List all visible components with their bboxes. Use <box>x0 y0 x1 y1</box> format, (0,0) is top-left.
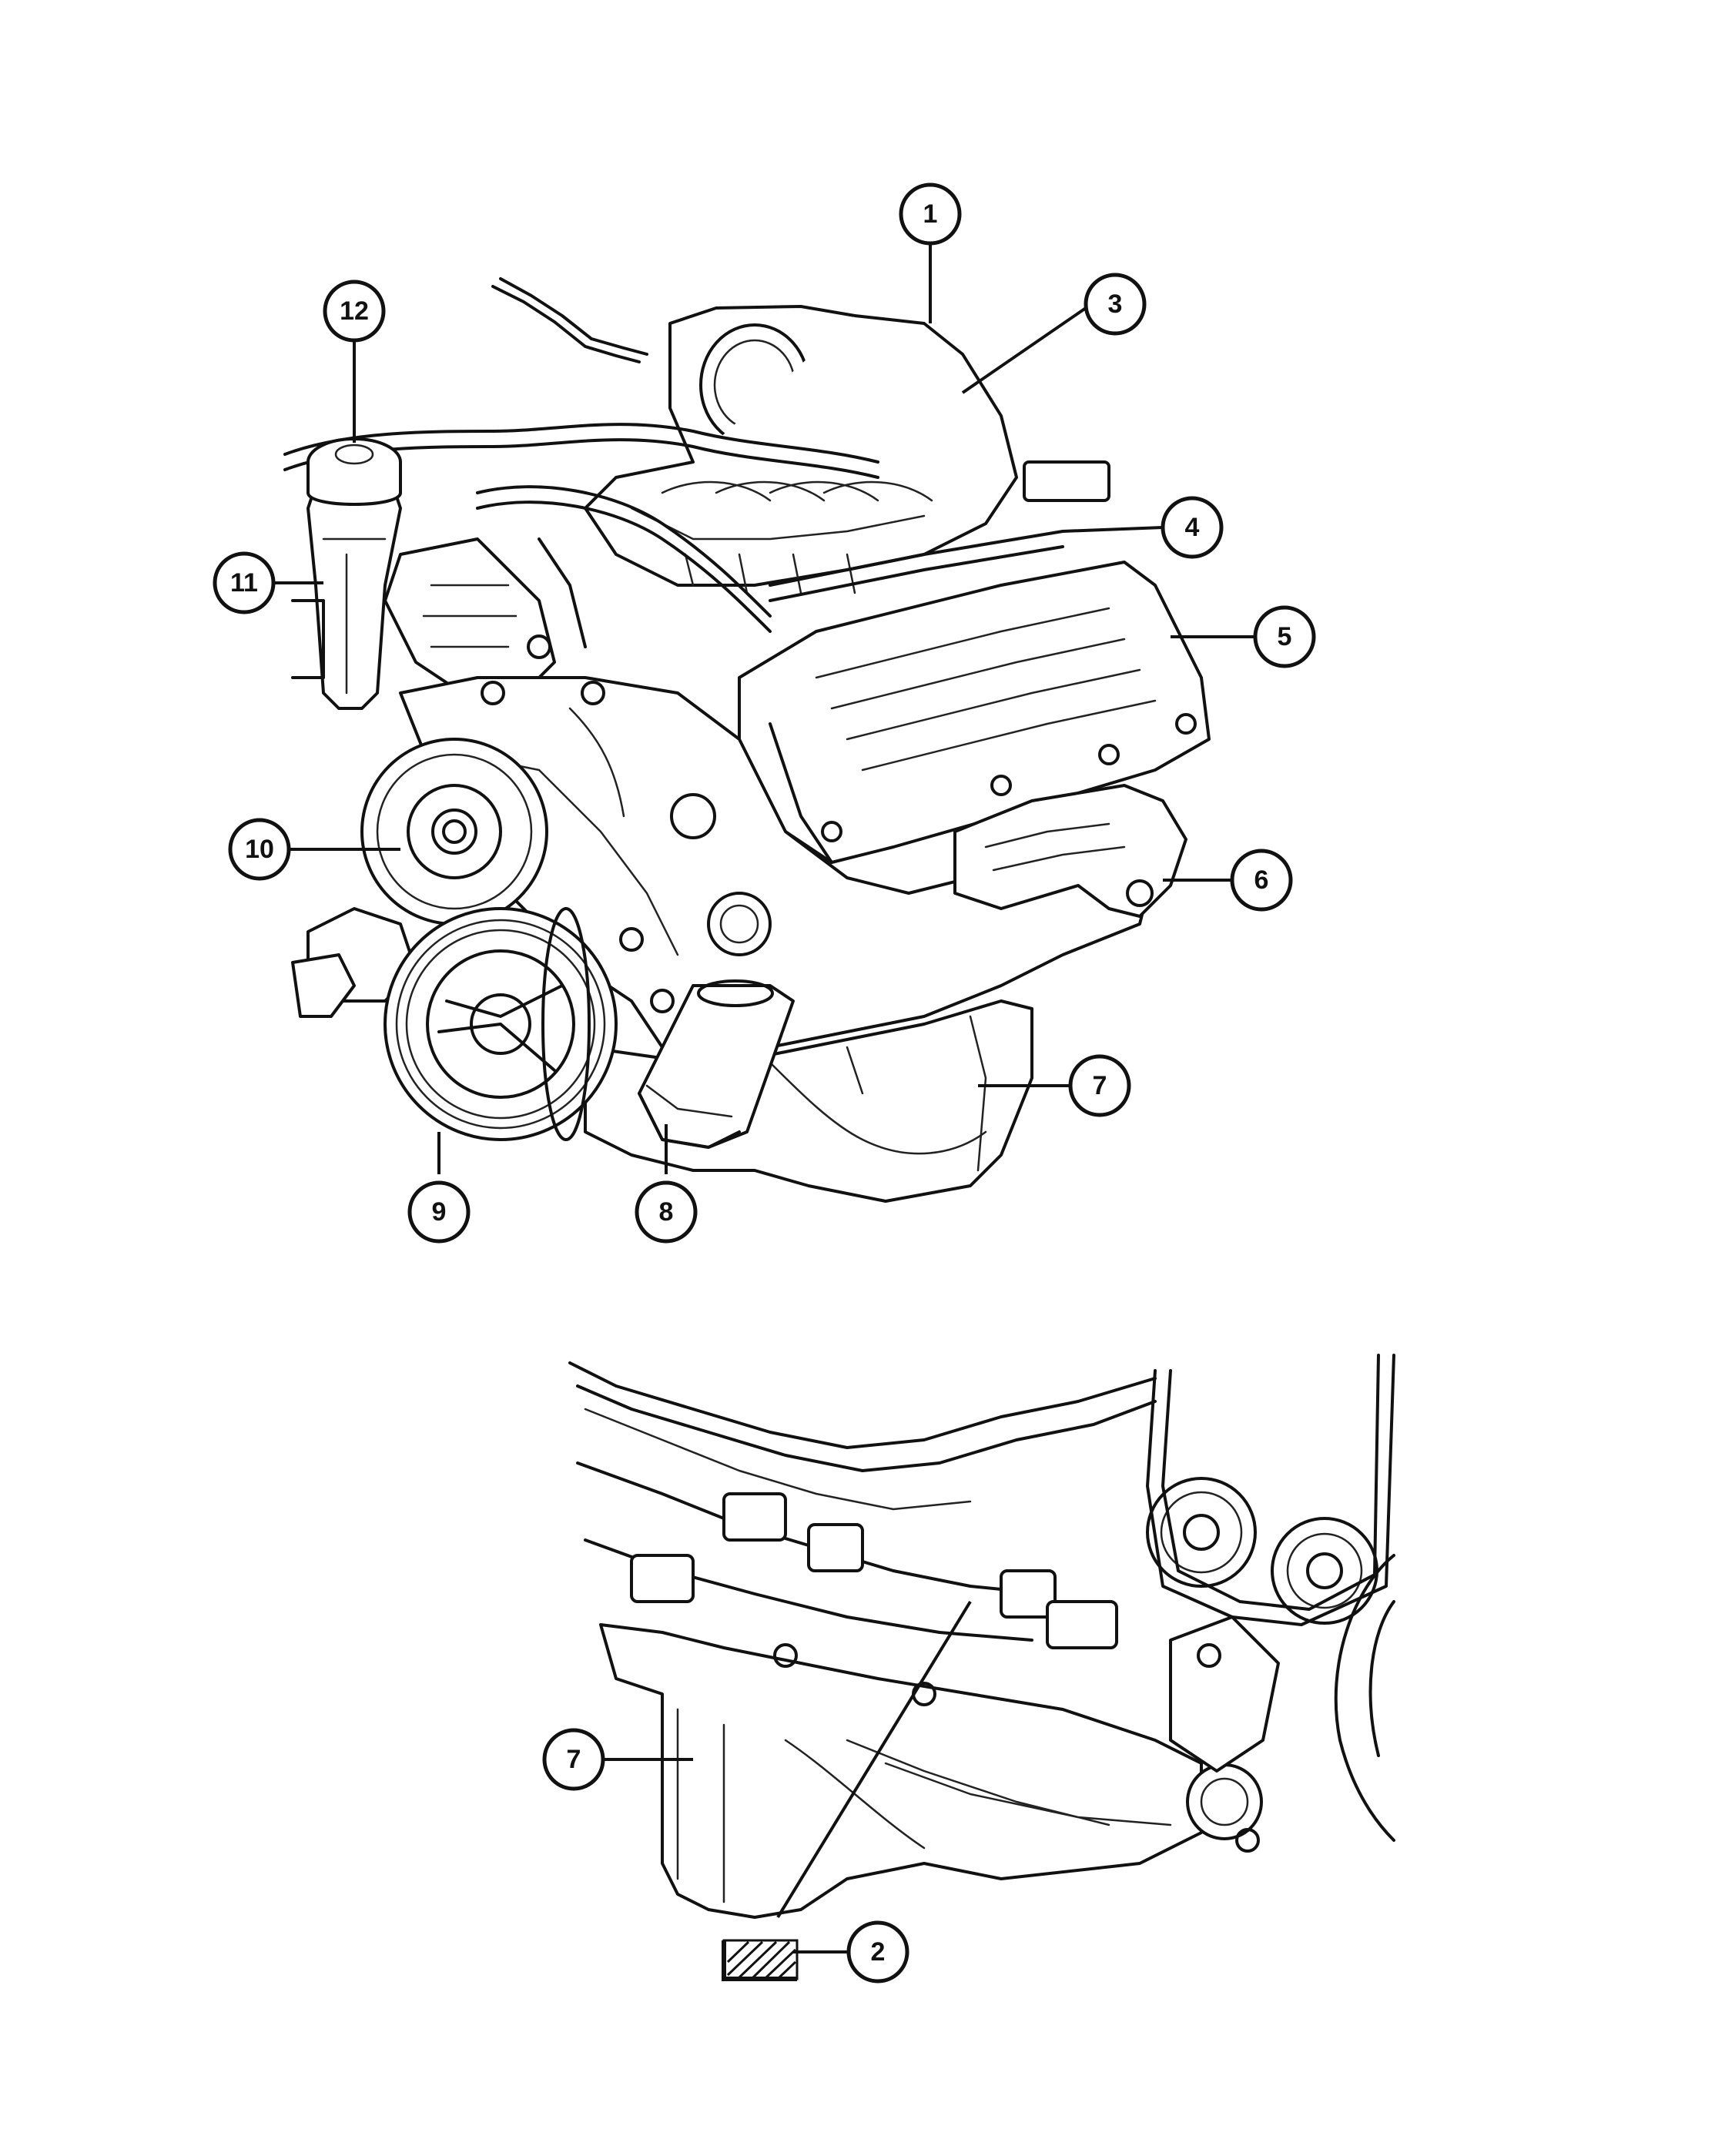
oil-pan <box>584 999 1033 1203</box>
valve-cover <box>738 561 1211 864</box>
callout-6: 6 <box>1230 849 1293 912</box>
callout-5-label: 5 <box>1278 622 1292 651</box>
engine-assembly-illustration <box>283 277 1211 1203</box>
closeup-illustration <box>568 1354 1395 1981</box>
callout-11: 11 <box>213 551 276 614</box>
callout-10: 10 <box>228 818 291 881</box>
callout-8-label: 8 <box>659 1197 674 1227</box>
gasket-sealant-patch <box>722 1939 799 1981</box>
power-steering-pulley <box>360 738 548 926</box>
callout-12-label: 12 <box>340 296 369 326</box>
callout-3: 3 <box>1084 273 1147 336</box>
callout-leader-lines <box>273 245 1255 1953</box>
callout-2: 2 <box>846 1920 909 1984</box>
reservoir-cap <box>306 437 402 506</box>
gasket-leader-line <box>776 1600 972 1919</box>
callout-8: 8 <box>635 1180 698 1244</box>
callout-7-top-label: 7 <box>1093 1071 1107 1100</box>
callout-5: 5 <box>1253 605 1316 668</box>
callout-9-label: 9 <box>432 1197 447 1227</box>
oil-filter <box>638 979 795 1149</box>
crankshaft-damper <box>384 907 618 1141</box>
callout-2-label: 2 <box>871 1937 886 1967</box>
callout-11-label: 11 <box>230 568 258 598</box>
callout-4: 4 <box>1161 496 1224 559</box>
callout-9: 9 <box>407 1180 471 1244</box>
callout-3-label: 3 <box>1108 290 1123 319</box>
callout-10-label: 10 <box>245 835 274 864</box>
callout-1-label: 1 <box>923 199 938 229</box>
oil-pan-closeup <box>599 1623 1203 1919</box>
callout-7-bottom-label: 7 <box>567 1745 581 1774</box>
callout-6-label: 6 <box>1254 865 1269 895</box>
callout-12: 12 <box>323 280 386 343</box>
exhaust-manifold <box>953 784 1187 918</box>
callout-1: 1 <box>899 182 962 246</box>
tensioner-pulleys <box>1146 1477 1378 1625</box>
callout-7-top: 7 <box>1068 1054 1131 1117</box>
callout-4-label: 4 <box>1185 513 1200 542</box>
power-steering-reservoir <box>291 484 402 710</box>
callout-7-bottom: 7 <box>542 1728 605 1791</box>
